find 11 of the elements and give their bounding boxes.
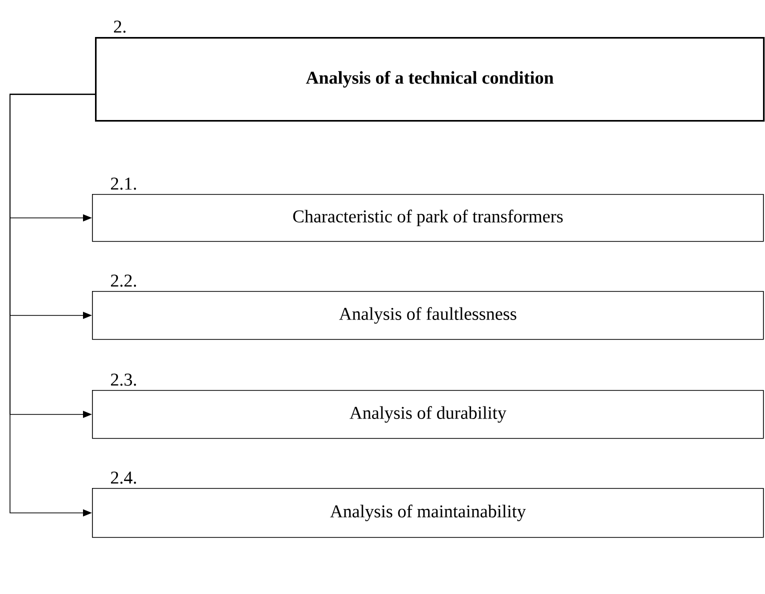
item-number: 2.4.	[110, 472, 136, 484]
process-box: Analysis of a technical condition	[95, 37, 765, 122]
item-number: 2.	[114, 20, 126, 33]
process-box: Analysis of durability	[92, 390, 764, 439]
process-box: Analysis of maintainability	[92, 488, 764, 538]
item-number: 2.1.	[110, 178, 136, 190]
item-number: 2.3.	[110, 374, 136, 386]
item-number: 2.2.	[110, 274, 136, 287]
process-box: Analysis of faultlessness	[92, 291, 764, 340]
process-box: Characteristic of park of transformers	[92, 194, 764, 242]
arrow	[10, 94, 96, 516]
